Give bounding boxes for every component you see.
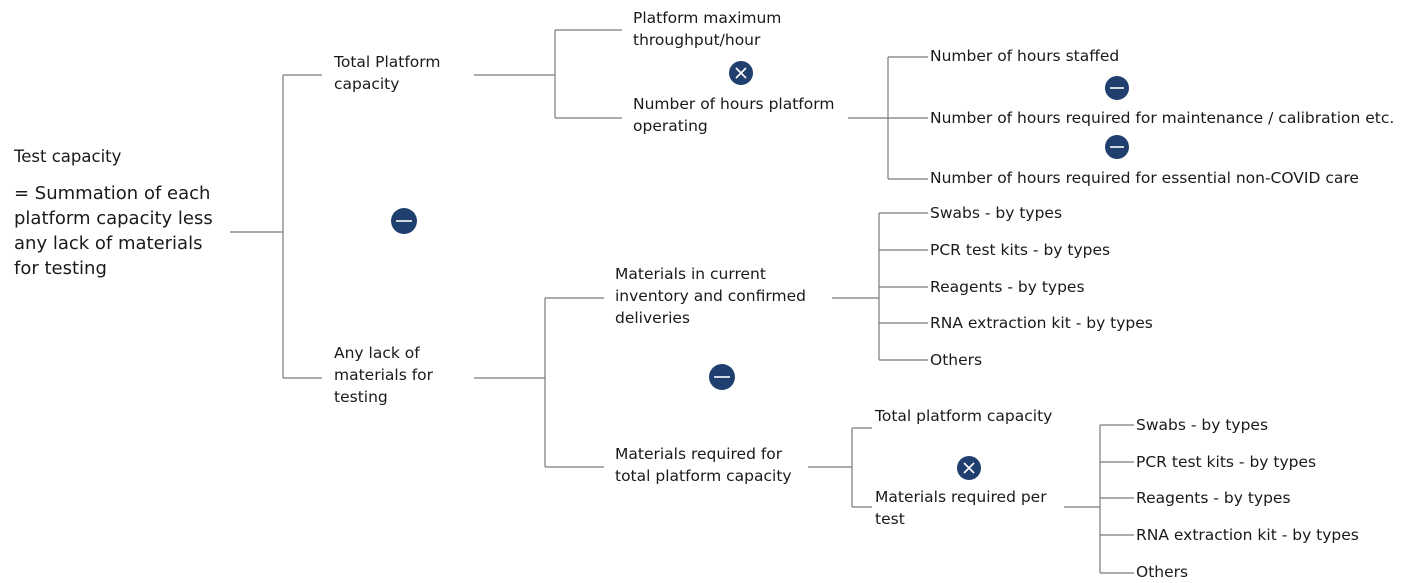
inventory-item: RNA extraction kit - by types xyxy=(930,314,1153,332)
minus-operator-icon xyxy=(1105,135,1129,159)
node-req-per-test: Materials required per test xyxy=(875,488,1047,528)
node-hours-operating: Number of hours platform operating xyxy=(633,95,835,135)
minus-operator-icon xyxy=(709,364,735,390)
per-test-item: Swabs - by types xyxy=(1136,416,1269,434)
inventory-item: Others xyxy=(930,351,983,369)
inventory-item: PCR test kits - by types xyxy=(930,241,1111,259)
node-max-throughput: Platform maximum throughput/hour xyxy=(633,9,782,49)
connector-lines xyxy=(230,29,1134,574)
node-hours-noncovid: Number of hours required for essential n… xyxy=(930,169,1359,187)
multiply-operator-icon xyxy=(729,61,753,85)
root-title: Test capacity xyxy=(14,147,122,166)
node-lack-of-materials: Any lack of materials for testing xyxy=(334,344,434,406)
node-materials-required: Materials required for total platform ca… xyxy=(615,445,792,485)
inventory-item: Reagents - by types xyxy=(930,278,1085,296)
root-description: = Summation of each platform capacity le… xyxy=(14,183,213,279)
per-test-item: PCR test kits - by types xyxy=(1136,453,1317,471)
per-test-item: Others xyxy=(1136,563,1189,581)
per-test-item: Reagents - by types xyxy=(1136,489,1291,507)
minus-operator-icon xyxy=(391,208,417,234)
node-total-platform-capacity: Total Platform capacity xyxy=(334,53,441,93)
multiply-operator-icon xyxy=(957,456,981,480)
minus-operator-icon xyxy=(1105,76,1129,100)
per-test-item: RNA extraction kit - by types xyxy=(1136,526,1359,544)
node-req-total-capacity: Total platform capacity xyxy=(875,407,1053,425)
inventory-item: Swabs - by types xyxy=(930,204,1063,222)
node-materials-inventory: Materials in current inventory and confi… xyxy=(615,265,806,327)
node-hours-maintenance: Number of hours required for maintenance… xyxy=(930,109,1395,127)
node-hours-staffed: Number of hours staffed xyxy=(930,47,1120,65)
